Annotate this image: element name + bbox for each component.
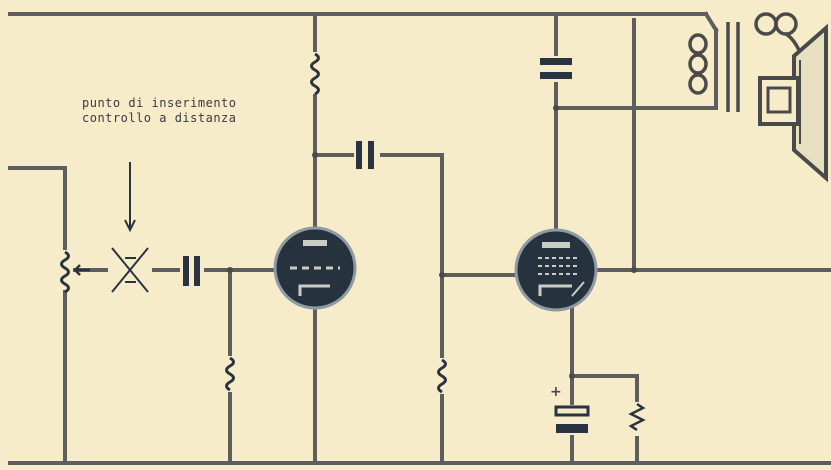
insertion-point-marker <box>108 162 152 293</box>
junction-dot <box>227 267 233 273</box>
junction-dot <box>569 373 575 379</box>
cross-stroke <box>111 247 149 293</box>
transformer-primary-coil <box>688 33 708 95</box>
annotation-remote-control-point: punto di inserimento controllo a distanz… <box>82 96 237 126</box>
triode-tube <box>273 226 357 310</box>
transformer-secondary-coil <box>754 12 798 36</box>
top-rail-corner <box>703 11 719 33</box>
plate-load-resistor-1 <box>309 52 321 96</box>
pentode-tube <box>514 228 598 312</box>
junction-dot <box>631 267 637 273</box>
cathode-resistor <box>628 402 646 436</box>
interstage-coupling-capacitor <box>354 141 380 169</box>
pointer-arrow-head <box>124 219 136 233</box>
wires <box>8 11 831 465</box>
junctions <box>227 105 637 379</box>
junction-dot <box>553 105 559 111</box>
electrolytic-polarity-label: + <box>550 384 562 400</box>
grid-leak-resistor-2 <box>436 358 448 394</box>
annotation-line-1: punto di inserimento <box>82 96 237 110</box>
cathode-electrolytic-capacitor <box>554 405 590 435</box>
junction-dot <box>439 272 445 278</box>
capacitors <box>180 56 590 435</box>
loudspeaker <box>758 23 828 183</box>
plate-bypass-capacitor <box>540 56 572 82</box>
resistors <box>59 52 646 436</box>
input-potentiometer <box>59 250 90 294</box>
junction-dot <box>312 152 318 158</box>
annotation-line-2: controllo a distanza <box>82 111 237 125</box>
input-coupling-capacitor <box>180 256 204 286</box>
grid-leak-resistor-1 <box>224 356 236 392</box>
